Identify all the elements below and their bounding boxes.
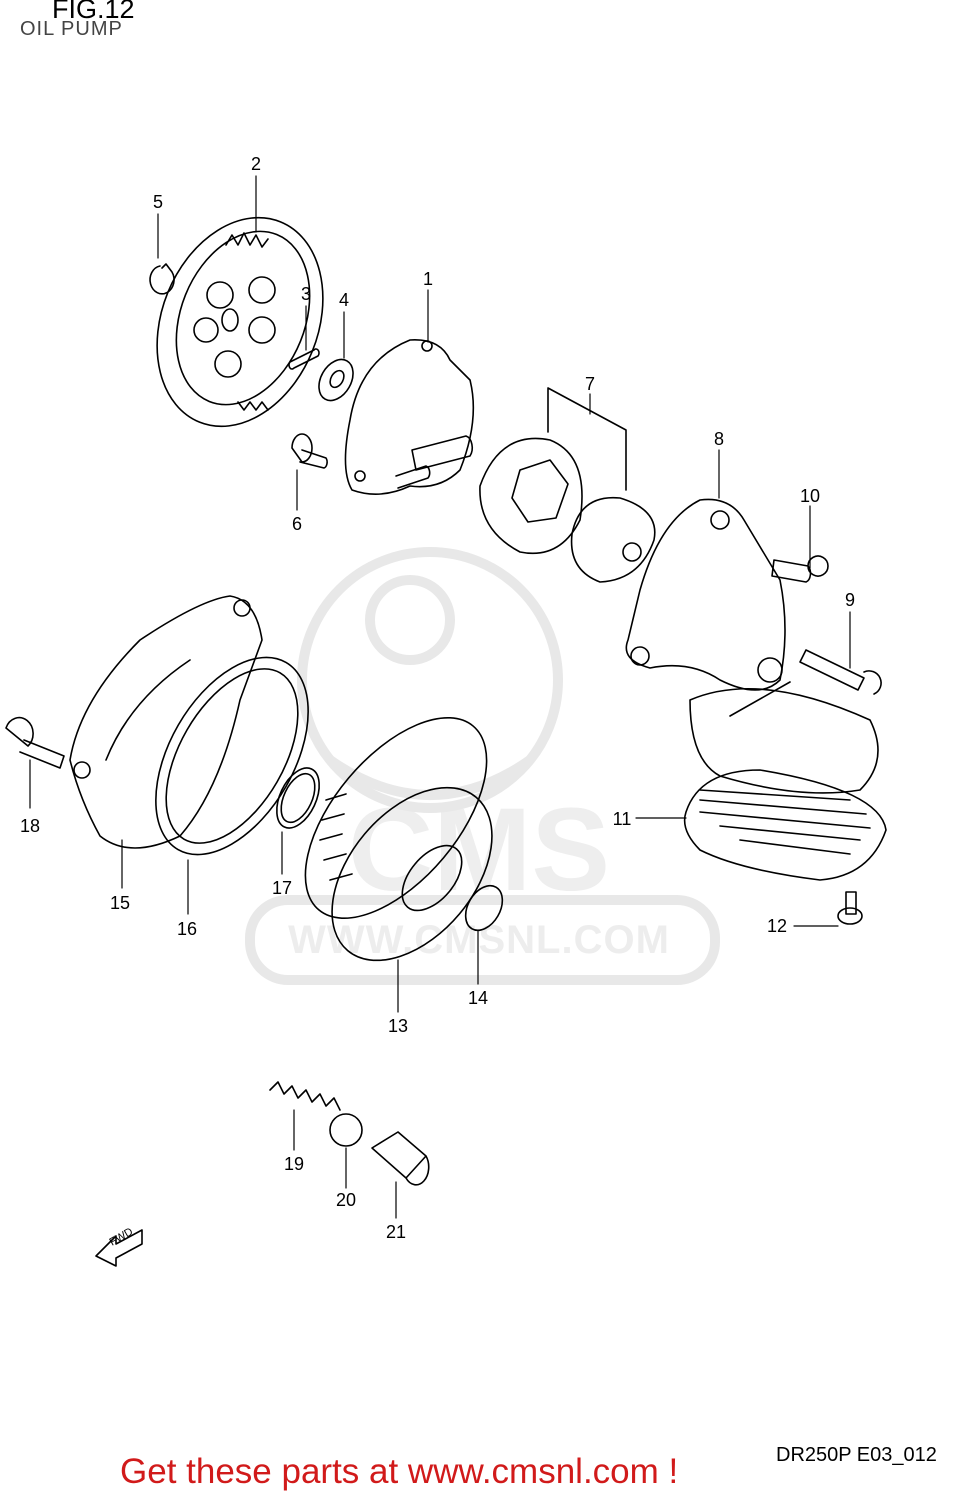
part-20-ball bbox=[329, 1113, 363, 1147]
part-21-plug bbox=[371, 1131, 430, 1186]
callout-21: 21 bbox=[386, 1222, 406, 1242]
fwd-arrow bbox=[95, 1229, 143, 1267]
callout-19: 19 bbox=[284, 1154, 304, 1174]
diagram-code: DR250P E03_012 bbox=[776, 1444, 937, 1466]
part-13-oil-filter bbox=[304, 717, 493, 962]
callout-5: 5 bbox=[153, 192, 163, 212]
callout-14: 14 bbox=[468, 988, 488, 1008]
callout-18: 18 bbox=[20, 816, 40, 836]
callout-11: 11 bbox=[613, 809, 632, 829]
part-1-pump-body bbox=[344, 339, 475, 495]
part-7-rotor-set bbox=[479, 387, 656, 583]
part-15-filter-cover bbox=[69, 595, 263, 849]
part-5-circlip bbox=[149, 263, 175, 295]
callout-15: 15 bbox=[110, 893, 130, 913]
callout-12: 12 bbox=[767, 916, 787, 936]
callout-2: 2 bbox=[251, 154, 261, 174]
callout-20: 20 bbox=[336, 1190, 356, 1210]
part-4-washer bbox=[318, 358, 354, 402]
callout-4: 4 bbox=[339, 290, 349, 310]
part-19-spring bbox=[269, 1081, 341, 1111]
watermark-mascot bbox=[245, 547, 720, 985]
callout-10: 10 bbox=[800, 486, 820, 506]
part-8-strainer-cap bbox=[625, 498, 879, 794]
part-6-screw bbox=[291, 433, 328, 469]
callout-1: 1 bbox=[423, 269, 433, 289]
fwd-label: FWD bbox=[108, 1226, 136, 1249]
cta-link[interactable]: Get these parts at www.cmsnl.com ! bbox=[120, 1452, 679, 1491]
callout-3: 3 bbox=[301, 284, 311, 304]
diagram-title: OIL PUMP bbox=[20, 18, 123, 40]
part-17-o-ring bbox=[276, 767, 320, 829]
callout-17: 17 bbox=[272, 878, 292, 898]
callout-7: 7 bbox=[585, 374, 595, 394]
part-14-o-ring bbox=[464, 884, 504, 932]
part-2-gear bbox=[156, 216, 324, 428]
part-10-screw bbox=[771, 555, 829, 583]
part-3-pin bbox=[288, 348, 320, 370]
figure-number: FIG.12 bbox=[52, 0, 135, 24]
part-16-o-ring bbox=[155, 656, 309, 856]
callout-9: 9 bbox=[845, 590, 855, 610]
callout-16: 16 bbox=[177, 919, 197, 939]
part-18-bolt bbox=[5, 716, 65, 769]
callout-13: 13 bbox=[388, 1016, 408, 1036]
callout-8: 8 bbox=[714, 429, 724, 449]
part-9-bolt bbox=[799, 649, 882, 695]
part-12-screw bbox=[837, 891, 863, 925]
part-11-screen bbox=[683, 769, 887, 881]
callout-6: 6 bbox=[292, 514, 302, 534]
